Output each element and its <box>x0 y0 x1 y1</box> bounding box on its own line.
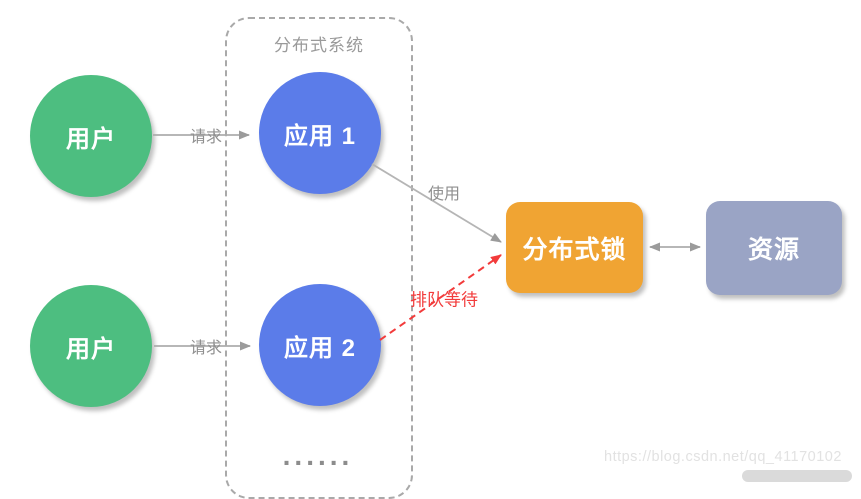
edge-label-request-1: 请求 <box>189 129 223 146</box>
node-user-2: 用户 <box>30 285 152 407</box>
node-app-2: 应用 2 <box>259 284 381 406</box>
node-user-1-label: 用户 <box>66 125 116 153</box>
watermark-bar <box>742 470 852 482</box>
distributed-system-group-label: 分布式系统 <box>274 36 364 55</box>
edge-label-queue-wait: 排队等待 <box>410 290 478 310</box>
node-app-1-label: 应用 1 <box>283 122 356 150</box>
diagram-canvas: 分布式系统 用户 用户 应用 1 应用 2 分布式锁 资源 <box>30 17 852 499</box>
edge-label-request-2: 请求 <box>189 340 223 357</box>
edges-layer <box>153 130 701 351</box>
node-user-2-label: 用户 <box>66 335 116 363</box>
more-apps-ellipsis: ...... <box>282 440 354 471</box>
node-resource-label: 资源 <box>747 236 800 264</box>
watermark-url: https://blog.csdn.net/qq_41170102 <box>604 449 842 465</box>
node-distributed-lock: 分布式锁 <box>506 202 643 293</box>
edge-queue-wait <box>379 254 502 341</box>
node-user-1: 用户 <box>30 75 152 197</box>
node-app-1: 应用 1 <box>259 72 381 194</box>
edge-use <box>371 163 502 243</box>
node-app-2-label: 应用 2 <box>283 334 356 362</box>
node-resource: 资源 <box>706 201 842 295</box>
node-distributed-lock-label: 分布式锁 <box>522 235 627 264</box>
edge-label-use: 使用 <box>427 186 461 203</box>
